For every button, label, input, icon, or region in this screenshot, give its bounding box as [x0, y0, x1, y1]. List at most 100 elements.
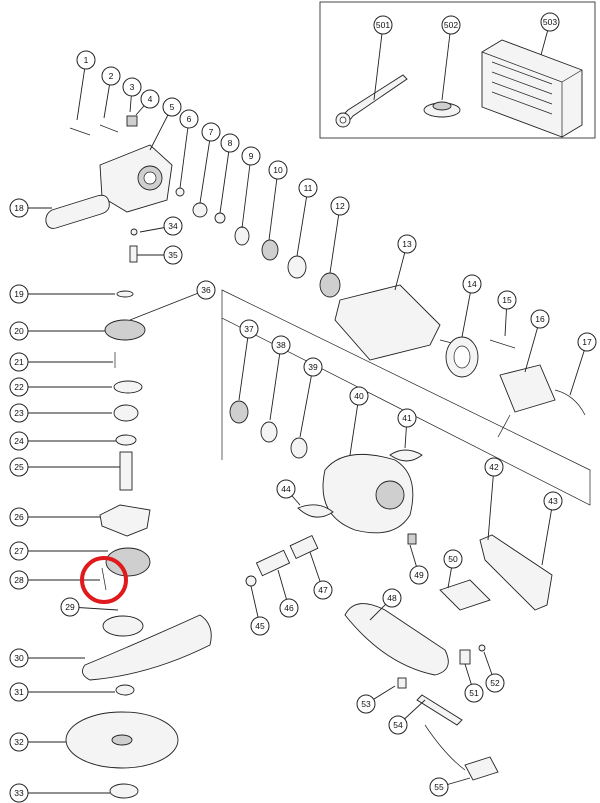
callout-bubble	[122, 77, 142, 97]
callout-number: 34	[168, 221, 178, 231]
callout-number: 47	[318, 585, 328, 595]
callout-number: 16	[535, 314, 545, 324]
callout-33: 33	[9, 783, 29, 803]
callout-labels: 1234567891011121314151617181920212223242…	[9, 12, 597, 803]
callout-bubble	[441, 15, 461, 35]
callout-number: 8	[228, 138, 233, 148]
highlight-circle	[80, 556, 128, 604]
callout-bubble	[76, 50, 96, 70]
callout-bubble	[9, 284, 29, 304]
leader-line-501	[373, 24, 384, 101]
callout-bubble	[201, 122, 221, 142]
callout-21: 21	[9, 352, 29, 372]
callout-1: 1	[76, 50, 96, 70]
leader-line-6	[179, 118, 190, 189]
leader-line-7	[199, 131, 212, 204]
callout-bubble	[9, 682, 29, 702]
callout-bubble	[9, 377, 29, 397]
callout-bubble	[530, 309, 550, 329]
callout-bubble	[241, 146, 261, 166]
callout-bubble	[382, 588, 402, 608]
callout-40: 40	[349, 386, 369, 406]
callout-number: 21	[14, 357, 24, 367]
callout-12: 12	[330, 196, 350, 216]
callout-bubble	[443, 549, 463, 569]
callout-3: 3	[122, 77, 142, 97]
callout-number: 29	[65, 602, 75, 612]
callout-31: 31	[9, 682, 29, 702]
callout-38: 38	[271, 335, 291, 355]
callout-bubble	[298, 178, 318, 198]
callout-number: 50	[448, 554, 458, 564]
callout-bubble	[356, 694, 376, 714]
callout-14: 14	[462, 274, 482, 294]
leader-line-11	[296, 187, 309, 257]
callout-bubble	[397, 234, 417, 254]
callout-bubble	[162, 97, 182, 117]
callout-44: 44	[276, 479, 296, 499]
callout-503: 503	[540, 12, 560, 32]
callout-bubble	[484, 457, 504, 477]
callout-bubble	[276, 479, 296, 499]
bearing-ring-drawing	[445, 336, 479, 378]
callout-bubble	[268, 160, 288, 180]
callout-number: 31	[14, 687, 24, 697]
callout-8: 8	[220, 133, 240, 153]
callout-number: 51	[469, 688, 479, 698]
callout-number: 3	[130, 82, 135, 92]
callout-bubble	[330, 196, 350, 216]
gear-cover-drawing	[99, 144, 173, 213]
callout-number: 53	[361, 699, 371, 709]
callout-bubble	[388, 715, 408, 735]
callout-number: 33	[14, 788, 24, 798]
leader-line-9	[241, 155, 252, 229]
callout-number: 2	[109, 71, 114, 81]
leader-line-502	[441, 24, 452, 101]
leader-lines	[19, 21, 588, 794]
callout-number: 503	[543, 17, 557, 27]
callout-bubble	[220, 133, 240, 153]
callout-number: 6	[187, 114, 192, 124]
callout-number: 15	[502, 295, 512, 305]
callout-bubble	[9, 570, 29, 590]
callout-bubble	[9, 541, 29, 561]
callout-number: 28	[14, 575, 24, 585]
callout-number: 7	[209, 127, 214, 137]
callout-10: 10	[268, 160, 288, 180]
callout-bubble	[271, 335, 291, 355]
callout-number: 9	[249, 151, 254, 161]
callout-number: 26	[14, 512, 24, 522]
callout-bubble	[543, 491, 563, 511]
callout-number: 44	[281, 484, 291, 494]
callout-bubble	[429, 777, 449, 797]
cord-plug-drawing	[397, 677, 499, 781]
leader-line-40	[349, 395, 360, 456]
callout-46: 46	[279, 598, 299, 618]
callout-20: 20	[9, 321, 29, 341]
callout-52: 52	[485, 673, 505, 693]
callout-28: 28	[9, 570, 29, 590]
callout-bubble	[140, 89, 160, 109]
callout-51: 51	[464, 683, 484, 703]
callout-number: 54	[393, 720, 403, 730]
callout-45: 45	[250, 616, 270, 636]
callout-bubble	[303, 357, 323, 377]
callout-42: 42	[484, 457, 504, 477]
callout-number: 23	[14, 408, 24, 418]
housing-drawing	[229, 400, 423, 534]
leader-line-1	[76, 59, 87, 121]
callout-number: 45	[255, 621, 265, 631]
callout-bubble	[239, 319, 259, 339]
callout-2: 2	[101, 66, 121, 86]
callout-41: 41	[397, 408, 417, 428]
callout-bubble	[540, 12, 560, 32]
callout-37: 37	[239, 319, 259, 339]
callout-bubble	[9, 431, 29, 451]
spindle-stack-drawing	[65, 290, 212, 799]
callout-number: 41	[402, 413, 412, 423]
armature-drawing	[334, 284, 461, 361]
flange-nut-drawing	[423, 101, 461, 118]
callout-53: 53	[356, 694, 376, 714]
callout-bubble	[279, 598, 299, 618]
